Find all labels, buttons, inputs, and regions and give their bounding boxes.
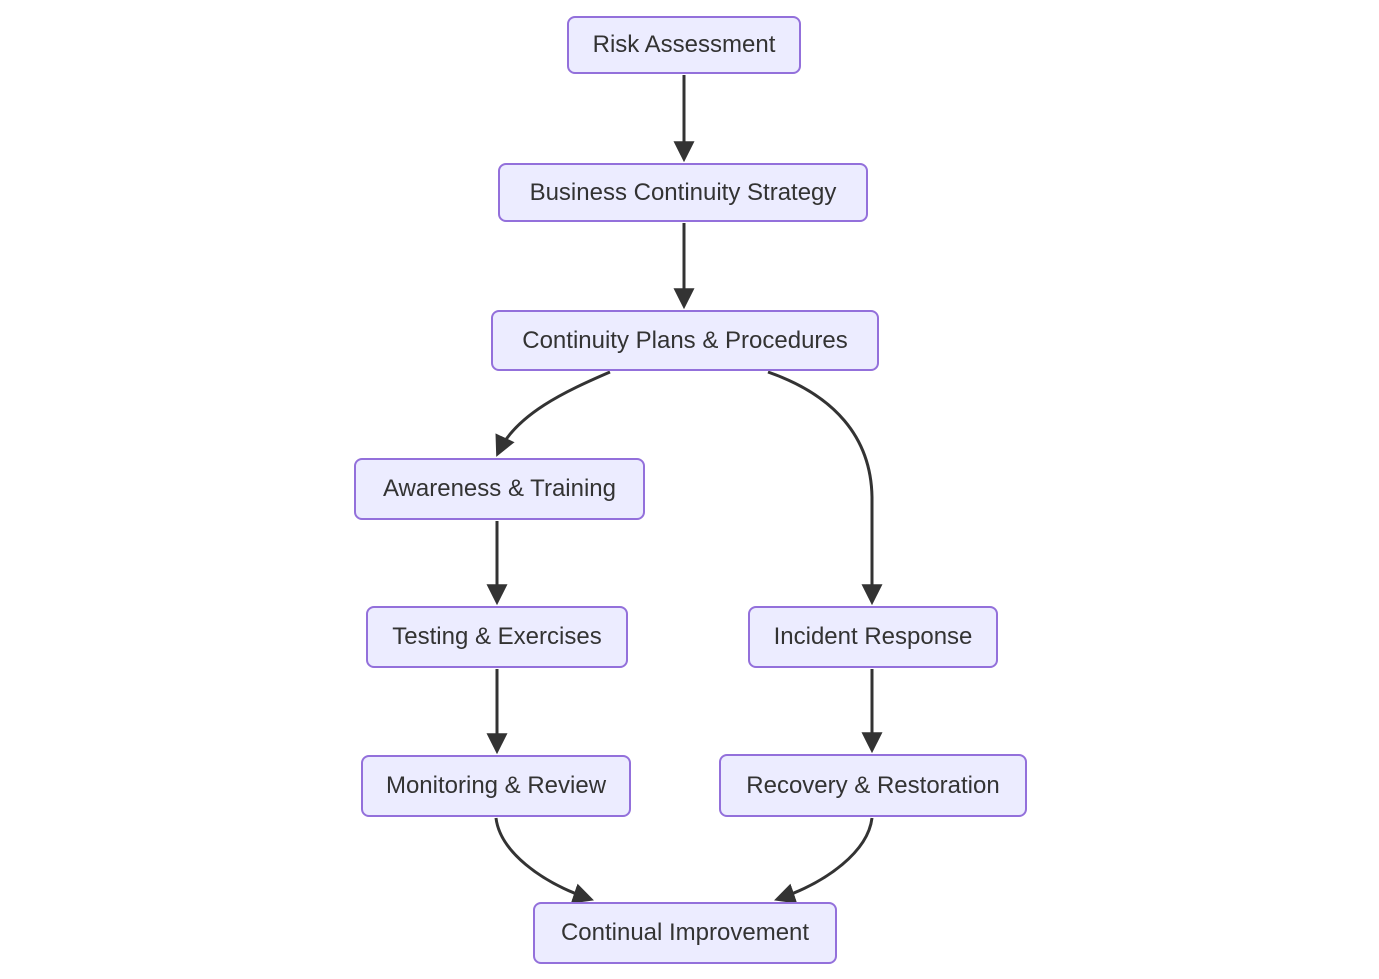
edge-recovery-restoration-to-continual-improvement bbox=[774, 817, 874, 904]
edge-continuity-plans-procedures-to-incident-response bbox=[767, 370, 883, 606]
node-label: Incident Response bbox=[773, 623, 973, 650]
node-risk-assessment: Risk Assessment bbox=[567, 16, 801, 74]
node-recovery-restoration: Recovery & Restoration bbox=[719, 754, 1027, 817]
node-label: Business Continuity Strategy bbox=[529, 178, 837, 206]
node-monitoring-review: Monitoring & Review bbox=[361, 755, 631, 817]
node-testing-exercises: Testing & Exercises bbox=[366, 606, 628, 668]
node-label: Testing & Exercises bbox=[392, 623, 602, 650]
node-label: Recovery & Restoration bbox=[746, 771, 1000, 799]
node-awareness-training: Awareness & Training bbox=[354, 458, 645, 520]
node-label: Risk Assessment bbox=[592, 31, 776, 58]
node-label: Monitoring & Review bbox=[385, 772, 607, 799]
node-incident-response: Incident Response bbox=[748, 606, 998, 668]
node-label: Awareness & Training bbox=[382, 475, 616, 502]
node-continual-improvement: Continual Improvement bbox=[533, 902, 837, 964]
edge-monitoring-review-to-continual-improvement bbox=[494, 817, 594, 904]
node-label: Continuity Plans & Procedures bbox=[522, 326, 848, 354]
node-business-continuity-strategy: Business Continuity Strategy bbox=[498, 163, 868, 222]
node-continuity-plans-procedures: Continuity Plans & Procedures bbox=[491, 310, 879, 371]
edge-continuity-plans-procedures-to-awareness-training bbox=[495, 370, 611, 457]
node-label: Continual Improvement bbox=[560, 919, 810, 946]
